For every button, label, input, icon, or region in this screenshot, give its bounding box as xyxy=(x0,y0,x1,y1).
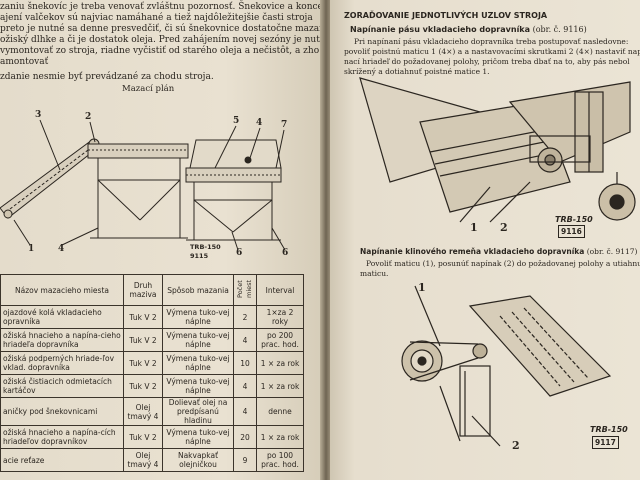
figure-number: 9115 xyxy=(190,252,209,260)
cell-interval: 1 × za rok xyxy=(256,374,304,398)
header-count: Počet miest xyxy=(233,274,257,306)
cell-method: Výmena tuko-vej náplne xyxy=(162,328,234,352)
paragraph-line: skrížený a dotiahnuť poistné matice 1. xyxy=(344,67,490,76)
cell-count: 9 xyxy=(233,448,257,472)
figure-reference: (obr. č. 9117) xyxy=(586,247,638,256)
part-number: 1 xyxy=(470,221,478,234)
paragraph-line: maticu. xyxy=(360,269,389,278)
part-number: 2 xyxy=(512,439,520,452)
subsection-heading: Napínanie pásu vkladacieho dopravníka (o… xyxy=(350,24,587,35)
intro-line: ožiský dlhke a či je dostatok oleja. Pre… xyxy=(0,35,322,45)
part-number: 2 xyxy=(500,221,508,234)
cell-interval: 1 × za rok xyxy=(256,351,304,375)
part-number: 6 xyxy=(236,248,243,258)
header-lubricant: Druh maziva xyxy=(123,274,163,306)
paragraph-line: povoliť poistnú maticu 1 (4×) a a nastav… xyxy=(344,47,640,56)
figure-number: 9117 xyxy=(592,436,619,449)
cell-method: Výmena tuko-vej náplne xyxy=(162,351,234,375)
part-number: 2 xyxy=(85,112,92,122)
cell-method: Nakvapkať olejničkou xyxy=(162,448,234,472)
cell-count: 4 xyxy=(233,328,257,352)
intro-line: zaniu šnekovíc je treba venovať zvláštnu… xyxy=(0,2,322,12)
figure-reference: (obr. č. 9116) xyxy=(532,25,587,34)
part-number: 7 xyxy=(281,120,288,130)
intro-line: ajení valčekov sú najviac namáhané a tie… xyxy=(0,13,313,23)
table-row: acie reťaze Olej tmavý 4 Nakvapkať olejn… xyxy=(0,448,304,472)
cell-name: ožiská čistiacich odmietacích kartáčov xyxy=(0,374,124,398)
cell-count: 4 xyxy=(233,374,257,398)
cell-interval: 1×za 2 roky xyxy=(256,305,304,329)
figure-label: TRB-150 xyxy=(590,425,628,434)
table-row: ožiská podperných hriade-ľov vklad. dopr… xyxy=(0,351,304,375)
header-interval: Interval xyxy=(256,274,304,306)
lubrication-diagram xyxy=(0,119,286,251)
paragraph-line: nací hriadeľ do požadovanej polohy, prič… xyxy=(344,57,630,66)
table-row: ožiská čistiacich odmietacích kartáčov T… xyxy=(0,374,304,398)
intro-line: zdanie nesmie byť prevádzané za chodu st… xyxy=(0,72,214,82)
cell-lubricant: Tuk V 2 xyxy=(123,425,163,449)
right-page: ZORAĎOVANIE JEDNOTLIVÝCH UZLOV STROJA Na… xyxy=(330,0,640,480)
subsection-title: Napínanie klinového remeňa vkladacieho d… xyxy=(360,247,585,256)
subsection-heading: Napínanie klinového remeňa vkladacieho d… xyxy=(360,246,637,257)
cell-interval: po 100 prac. hod. xyxy=(256,448,304,472)
paragraph-line: Povoliť maticu (1), posunúť napínak (2) … xyxy=(366,259,640,268)
cell-lubricant: Olej tmavý 4 xyxy=(123,448,163,472)
table-row: ožiská hnacieho a napína-cieho hriadeľa … xyxy=(0,328,304,352)
cell-count: 2 xyxy=(233,305,257,329)
cell-count: 10 xyxy=(233,351,257,375)
header-name: Názov mazacieho miesta xyxy=(0,274,124,306)
cell-method: Dolievať olej na predpísanú hladinu xyxy=(162,397,234,426)
figure-label: TRB-150 xyxy=(190,243,221,251)
figure-number: 9116 xyxy=(558,225,585,238)
part-number: 1 xyxy=(28,244,35,254)
book-gutter xyxy=(320,0,332,480)
left-page: zaniu šnekovíc je treba venovať zvláštnu… xyxy=(0,0,322,480)
v-belt-tension-figure xyxy=(401,285,612,447)
cell-lubricant: Tuk V 2 xyxy=(123,351,163,375)
part-number: 3 xyxy=(35,110,42,120)
cell-lubricant: Olej tmavý 4 xyxy=(123,397,163,426)
conveyor-tension-figure xyxy=(359,77,636,223)
cell-count: 20 xyxy=(233,425,257,449)
cell-name: ožiská hnacieho a napína-cích hriadeľov … xyxy=(0,425,124,449)
part-number: 6 xyxy=(282,248,289,258)
cell-name: ožiská podperných hriade-ľov vklad. dopr… xyxy=(0,351,124,375)
table-row: ožiská hnacieho a napína-cích hriadeľov … xyxy=(0,425,304,449)
intro-line: preto je nutné sa denne presvedčiť, či s… xyxy=(0,24,322,34)
cell-lubricant: Tuk V 2 xyxy=(123,374,163,398)
table-row: ojazdové kolá vkladacieho opravníka Tuk … xyxy=(0,305,304,329)
cell-name: aničky pod šnekovnicami xyxy=(0,397,124,426)
header-method: Spôsob mazania xyxy=(162,274,234,306)
intro-line: amontovať xyxy=(0,57,49,67)
cell-name: acie reťaze xyxy=(0,448,124,472)
cell-name: ojazdové kolá vkladacieho opravníka xyxy=(0,305,124,329)
part-number: 4 xyxy=(256,118,263,128)
intro-line: vymontovať zo stroja, riadne vyčistiť od… xyxy=(0,46,320,56)
subsection-title: Napínanie pásu vkladacieho dopravníka xyxy=(350,25,531,34)
chart-title: Mazací plán xyxy=(122,84,175,94)
table-row: aničky pod šnekovnicami Olej tmavý 4 Dol… xyxy=(0,397,304,426)
lubrication-table: Názov mazacieho miesta Druh maziva Spôso… xyxy=(0,274,304,472)
cell-method: Výmena tuko-vej náplne xyxy=(162,305,234,329)
cell-method: Výmena tuko-vej náplne xyxy=(162,425,234,449)
cell-interval: denne xyxy=(256,397,304,426)
part-number: 4 xyxy=(58,244,65,254)
paragraph-line: Pri napínaní pásu vkladacieho dopravníka… xyxy=(354,37,629,46)
cell-interval: po 200 prac. hod. xyxy=(256,328,304,352)
part-number: 5 xyxy=(233,116,240,126)
cell-name: ožiská hnacieho a napína-cieho hriadeľa … xyxy=(0,328,124,352)
figure-label: TRB-150 xyxy=(555,215,593,224)
cell-lubricant: Tuk V 2 xyxy=(123,328,163,352)
table-header-row: Názov mazacieho miesta Druh maziva Spôso… xyxy=(0,274,304,306)
cell-count: 4 xyxy=(233,397,257,426)
section-title: ZORAĎOVANIE JEDNOTLIVÝCH UZLOV STROJA xyxy=(344,11,548,20)
cell-method: Výmena tuko-vej náplne xyxy=(162,374,234,398)
cell-lubricant: Tuk V 2 xyxy=(123,305,163,329)
part-number: 1 xyxy=(418,281,426,294)
cell-interval: 1 × za rok xyxy=(256,425,304,449)
